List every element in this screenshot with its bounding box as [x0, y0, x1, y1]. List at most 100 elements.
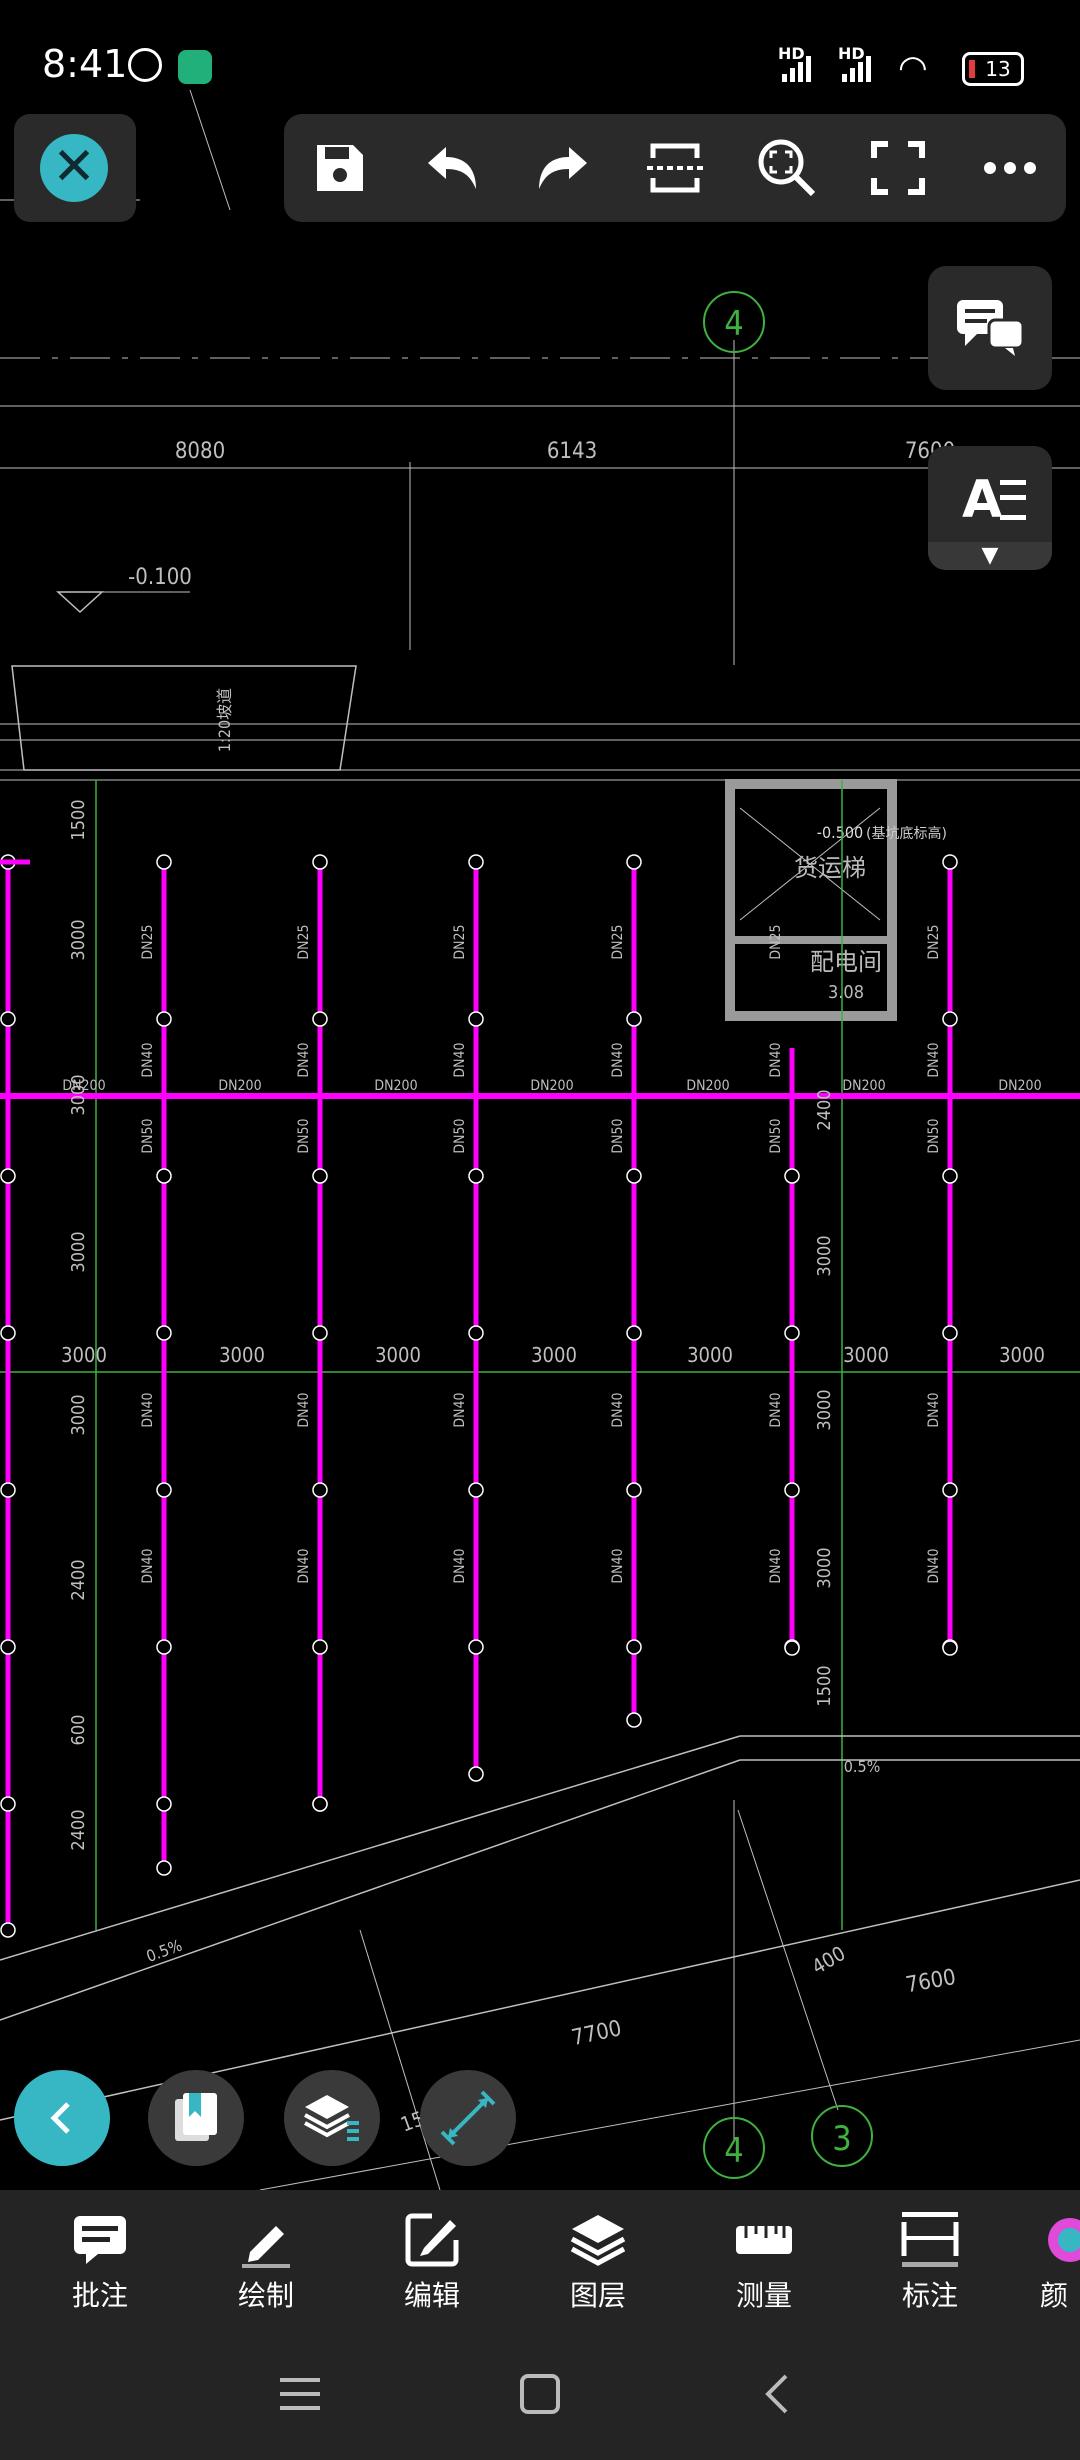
room-freight-elevator: 货运梯 [794, 854, 866, 882]
tool-comment[interactable]: 批注 [45, 2212, 155, 2314]
pipe-node [626, 1712, 642, 1728]
pipe-node [156, 1639, 172, 1655]
measure-tool-button[interactable] [420, 2070, 516, 2166]
tool-draw[interactable]: 绘制 [211, 2212, 321, 2314]
pipe-size-label: DN50 [610, 1118, 626, 1153]
pipe-node [626, 1639, 642, 1655]
comments-button[interactable] [928, 266, 1052, 390]
pipe-size-label: DN50 [452, 1118, 468, 1153]
tool-dimension[interactable]: 标注 [875, 2212, 985, 2314]
tool-edit-label: 编辑 [403, 2279, 460, 2312]
bookmarks-button[interactable] [148, 2070, 244, 2166]
text-style-button[interactable]: A ▼ [928, 446, 1052, 570]
color-icon [1048, 2218, 1080, 2262]
pipe-node [784, 1640, 800, 1656]
home-nav-button[interactable] [500, 2364, 580, 2424]
axis-bubble-bottom-a [703, 2117, 765, 2179]
back-nav-button[interactable] [738, 2364, 818, 2424]
vertical-dim-label: 3000 [68, 1394, 89, 1435]
pipe-size-label: DN50 [140, 1118, 156, 1153]
pipe-node [0, 1168, 16, 1184]
pipe-node [942, 854, 958, 870]
security-shield-icon [178, 50, 212, 84]
crop-button[interactable] [635, 128, 715, 208]
main-pipe-label: DN200 [62, 1078, 105, 1094]
zoom-icon [758, 139, 815, 197]
pipe-node [312, 854, 328, 870]
axis-bottom-a-label: 4 [724, 2131, 743, 2171]
fullscreen-button[interactable] [858, 128, 938, 208]
pipe-node [468, 1011, 484, 1027]
pipe-node [312, 1482, 328, 1498]
pipe-size-label: DN50 [296, 1118, 312, 1153]
slope-wall-line [259, 2039, 1080, 2190]
pipe-node [468, 854, 484, 870]
network-label-1: HD [778, 44, 805, 63]
vertical-dim-right-label: 3000 [814, 1547, 835, 1588]
undo-button[interactable] [412, 128, 492, 208]
vertical-dim-label: 2400 [68, 1559, 89, 1600]
pipe-size-label: DN40 [296, 1548, 312, 1583]
chevron-down-icon: ▼ [928, 542, 1052, 570]
pipe-node [156, 854, 172, 870]
zoom-button[interactable] [747, 128, 827, 208]
pipe-node [312, 1639, 328, 1655]
tool-color[interactable]: 颜 [1040, 2212, 1080, 2314]
pipe-size-label: DN40 [768, 1392, 784, 1427]
dimension-icon [901, 2212, 959, 2267]
ruler-icon [736, 2226, 792, 2254]
pipe-size-label: DN25 [140, 924, 156, 959]
dim-bottom-2: 400 [808, 1941, 850, 1979]
pipe-size-label: DN40 [768, 1042, 784, 1077]
vertical-dim-right-label: 1500 [814, 1665, 835, 1706]
bottom-toolbar [0, 2190, 1080, 2320]
tool-layers[interactable]: 图层 [543, 2212, 653, 2314]
ramp-label: 1:20坡道 [215, 688, 234, 752]
pipe-node [942, 1011, 958, 1027]
axis-line-3b [737, 1809, 839, 2111]
back-icon [765, 2374, 788, 2414]
pipe-node [626, 1168, 642, 1184]
pipe-node [0, 1011, 16, 1027]
room-electrical-value: 3.08 [828, 982, 864, 1003]
elev-marker [56, 591, 104, 614]
tool-edit[interactable]: 编辑 [377, 2212, 487, 2314]
wifi-icon: ◠ [898, 48, 928, 88]
tool-measure[interactable]: 测量 [709, 2212, 819, 2314]
pipe-node [942, 1640, 958, 1656]
pipe-node [468, 1766, 484, 1782]
menu-icon [280, 2378, 320, 2410]
save-icon [316, 145, 363, 191]
more-icon [984, 162, 1037, 174]
back-panel-button[interactable] [14, 2070, 110, 2166]
more-button[interactable] [970, 128, 1050, 208]
text-style-icon: A [962, 470, 1003, 530]
crop-icon [646, 143, 703, 193]
slope-wall-line [0, 1759, 741, 2021]
layers-panel-button[interactable] [284, 2070, 380, 2166]
status-bar: 8:41 HD HD ◠ 13 [0, 0, 1080, 130]
vertical-dim-label: 600 [68, 1715, 89, 1746]
vertical-dim-label: 2400 [68, 1809, 89, 1850]
axis-bubble-bottom-b [811, 2105, 873, 2167]
pipe-node [784, 1325, 800, 1341]
pipe-size-label: DN25 [296, 924, 312, 959]
pipe-node [0, 1639, 16, 1655]
close-button[interactable]: ✕ [14, 114, 136, 222]
pipe-node [156, 1011, 172, 1027]
pipe-node [156, 1482, 172, 1498]
dim-top-2: 6143 [547, 439, 597, 464]
diag-line [359, 1929, 441, 2190]
pipe-node [626, 1482, 642, 1498]
axis-bubble-top [703, 291, 765, 353]
pipe-node [312, 1325, 328, 1341]
pipe-size-label: DN40 [768, 1548, 784, 1583]
menu-nav-button[interactable] [260, 2364, 340, 2424]
tool-layers-label: 图层 [569, 2279, 626, 2312]
close-icon: ✕ [40, 134, 108, 202]
pipe-size-label: DN40 [452, 1548, 468, 1583]
save-button[interactable] [300, 128, 380, 208]
redo-button[interactable] [523, 128, 603, 208]
pipe-node [156, 1860, 172, 1876]
